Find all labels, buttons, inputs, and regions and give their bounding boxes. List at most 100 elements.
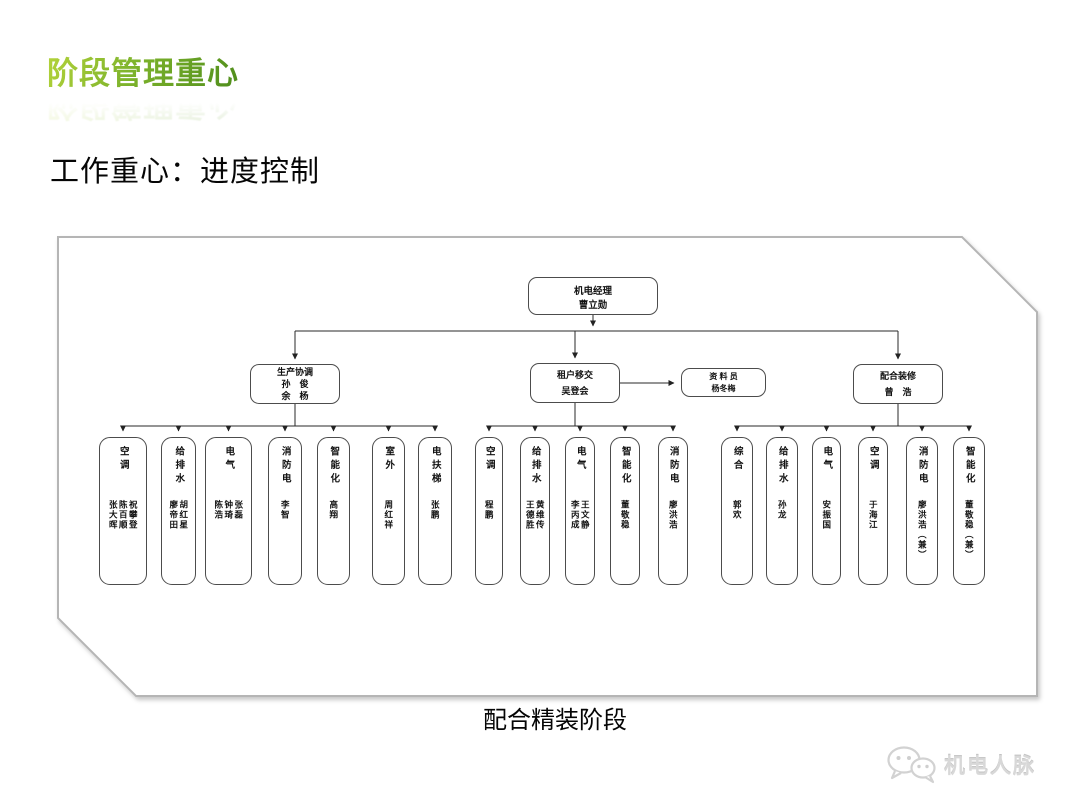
column-dept-label: 智能化 — [963, 446, 975, 487]
column-dept-label: 电扶梯 — [429, 446, 441, 487]
staff-name: 杨冬梅 — [711, 383, 736, 393]
org-staff-box: 资 料 员 杨冬梅 — [681, 368, 766, 397]
column-dept-label: 给排水 — [776, 446, 788, 487]
column-dept-label: 电气 — [821, 446, 833, 473]
org-column: 给排水 孙龙 — [766, 437, 798, 585]
org-column: 空调 程鹏 — [475, 437, 503, 585]
watermark-text: 机电人脉 — [944, 755, 1036, 778]
column-names: 廖洪浩 — [667, 500, 679, 530]
column-name: 董敬稳（兼） — [964, 500, 975, 560]
column-name: 张磊 — [233, 500, 244, 520]
column-dept-label: 电气 — [574, 446, 586, 473]
org-manager-box: 租户移交 吴登会 — [530, 363, 620, 403]
org-column: 给排水 黄维传 王德胜 — [520, 437, 550, 585]
column-name: 廖洪浩 — [668, 500, 679, 530]
column-name: 钟琦 — [223, 500, 234, 520]
manager-role: 生产协调 — [276, 366, 313, 377]
column-dept-label: 给排水 — [529, 446, 541, 487]
column-name: 祝攀登 — [128, 500, 139, 530]
org-manager-box: 配合装修 曾 浩 — [853, 364, 943, 404]
page-title: 阶段管理重心 — [47, 48, 239, 93]
staff-role: 资 料 员 — [709, 371, 738, 381]
column-names: 祝攀登 陈百顺 张大晖 — [107, 500, 139, 530]
manager-name: 曾 浩 — [884, 386, 912, 397]
column-names: 董敬稳 — [619, 500, 631, 530]
column-name: 王德胜 — [525, 500, 536, 530]
column-names: 程鹏 — [483, 500, 495, 520]
column-names: 高翔 — [328, 500, 340, 520]
column-dept-label: 智能化 — [619, 446, 631, 487]
column-name: 胡红星 — [178, 500, 189, 530]
column-name: 高翔 — [328, 500, 339, 520]
column-names: 李智 — [279, 500, 291, 520]
column-names: 董敬稳（兼） — [963, 500, 975, 560]
column-names: 廖洪浩（兼） — [916, 500, 928, 560]
column-dept-label: 给排水 — [173, 446, 185, 487]
column-dept-label: 综合 — [731, 446, 743, 473]
column-name: 王文静 — [580, 500, 591, 530]
org-column: 智能化 董敬稳（兼） — [953, 437, 985, 585]
column-name: 李丙成 — [570, 500, 581, 530]
column-names: 于海江 — [867, 500, 879, 530]
org-column: 电气 王文静 李丙成 — [565, 437, 595, 585]
org-column: 智能化 董敬稳 — [610, 437, 640, 585]
column-name: 安振国 — [821, 500, 832, 530]
manager-name: 余 杨 — [281, 391, 309, 402]
org-column: 给排水 胡红星 廖帝田 — [161, 437, 196, 585]
org-column: 消防电 廖洪浩（兼） — [906, 437, 938, 585]
manager-name: 吴登会 — [561, 385, 589, 396]
column-name: 郭欢 — [732, 500, 743, 520]
column-name: 廖洪浩（兼） — [917, 500, 928, 560]
column-name: 陈浩 — [213, 500, 224, 520]
org-root-role: 机电经理 — [573, 286, 612, 297]
column-name: 李智 — [280, 500, 291, 520]
column-dept-label: 空调 — [867, 446, 879, 473]
org-column: 综合 郭欢 — [721, 437, 753, 585]
column-name: 董敬稳 — [620, 500, 631, 530]
manager-role: 租户移交 — [556, 370, 593, 380]
org-column: 空调 于海江 — [858, 437, 888, 585]
org-column: 消防电 廖洪浩 — [658, 437, 688, 585]
column-names: 孙龙 — [776, 500, 788, 520]
column-name: 张大晖 — [108, 500, 119, 530]
org-column: 智能化 高翔 — [317, 437, 350, 585]
column-name: 程鹏 — [484, 500, 495, 520]
column-dept-label: 消防电 — [916, 446, 928, 487]
org-column: 电扶梯 张鹏 — [418, 437, 452, 585]
column-dept-label: 室外 — [383, 446, 395, 473]
column-names: 黄维传 王德胜 — [524, 500, 546, 530]
column-names: 郭欢 — [731, 500, 743, 520]
org-column: 空调 祝攀登 陈百顺 张大晖 — [99, 437, 147, 585]
manager-role: 配合装修 — [879, 371, 916, 381]
column-dept-label: 消防电 — [667, 446, 679, 487]
org-manager-box: 生产协调 孙 俊 余 杨 — [250, 364, 340, 404]
column-dept-label: 智能化 — [328, 446, 340, 487]
column-name: 于海江 — [868, 500, 879, 530]
column-names: 张鹏 — [429, 500, 441, 520]
watermark: 机电人脉 — [885, 745, 1036, 785]
column-names: 张磊 钟琦 陈浩 — [213, 500, 245, 520]
slide-subtitle: 工作重心：进度控制 — [50, 156, 321, 188]
org-column: 室外 周红祥 — [372, 437, 405, 585]
column-names: 王文静 李丙成 — [569, 500, 591, 530]
org-column: 电气 安振国 — [812, 437, 841, 585]
column-name: 黄维传 — [535, 500, 546, 530]
org-column: 消防电 李智 — [268, 437, 302, 585]
column-names: 胡红星 廖帝田 — [168, 500, 190, 530]
org-column: 电气 张磊 钟琦 陈浩 — [205, 437, 252, 585]
column-dept-label: 空调 — [483, 446, 495, 473]
wechat-icon — [887, 746, 936, 784]
column-name: 张鹏 — [430, 500, 441, 520]
column-dept-label: 电气 — [223, 446, 235, 473]
column-name: 廖帝田 — [168, 500, 179, 530]
column-name: 陈百顺 — [118, 500, 129, 530]
manager-name: 孙 俊 — [281, 378, 309, 389]
column-names: 周红祥 — [383, 500, 395, 530]
org-root-box: 机电经理 曹立勋 — [528, 277, 658, 315]
column-name: 孙龙 — [777, 500, 788, 520]
stage-caption: 配合精装阶段 — [483, 707, 627, 734]
column-dept-label: 空调 — [117, 446, 129, 473]
org-root-name: 曹立勋 — [578, 300, 608, 311]
